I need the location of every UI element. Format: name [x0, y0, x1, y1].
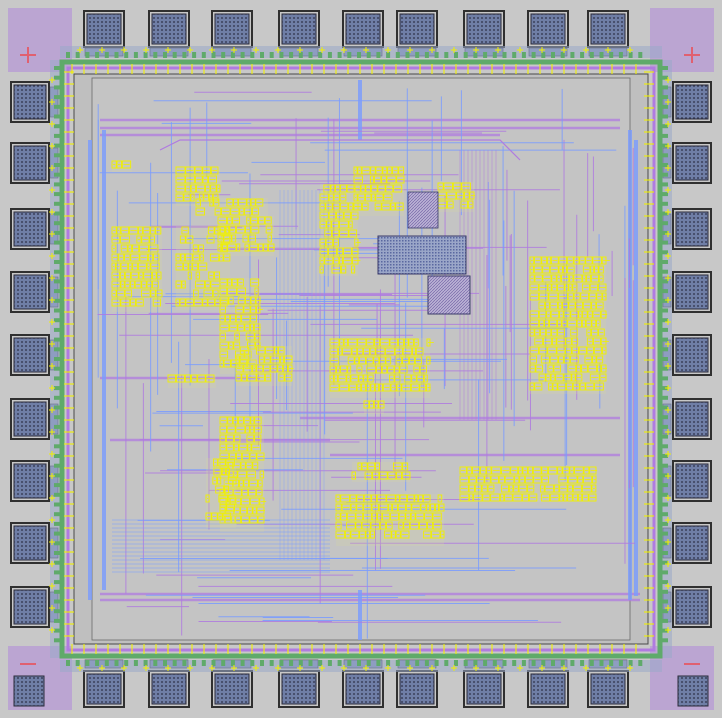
cell-cluster: [205, 458, 237, 528]
corner-pad: [13, 675, 45, 707]
cell-cluster: [335, 494, 445, 546]
io-pad: [278, 10, 320, 57]
standard-cell-blocks: [111, 160, 610, 546]
corner-pad: [677, 675, 709, 707]
cell-cluster: [235, 346, 294, 386]
cell-cluster: [111, 160, 132, 172]
io-pad: [211, 10, 253, 57]
io-pad: [587, 10, 629, 57]
cell-cluster: [217, 216, 275, 256]
io-pad-ring: [10, 10, 712, 708]
cell-cluster: [167, 374, 216, 388]
cell-cluster: [111, 226, 163, 312]
cell-cluster: [529, 256, 610, 394]
cell-cluster: [175, 226, 234, 310]
io-pad: [662, 398, 712, 440]
io-pad: [10, 271, 59, 313]
cell-cluster: [219, 416, 267, 532]
cell-cluster: [363, 400, 385, 414]
cell-cluster: [195, 198, 268, 216]
io-pin-markers: [49, 47, 671, 671]
corner-plus-mark-top-right: [684, 47, 700, 63]
corner-plus-mark-top-left: [20, 47, 36, 63]
cell-cluster: [437, 182, 476, 212]
routing-layer: [88, 80, 640, 640]
cell-cluster: [351, 462, 411, 482]
cell-cluster: [459, 466, 598, 502]
cell-cluster: [329, 338, 434, 398]
cell-cluster: [353, 166, 405, 216]
memory-macro: [377, 191, 471, 315]
cell-cluster: [219, 278, 263, 374]
